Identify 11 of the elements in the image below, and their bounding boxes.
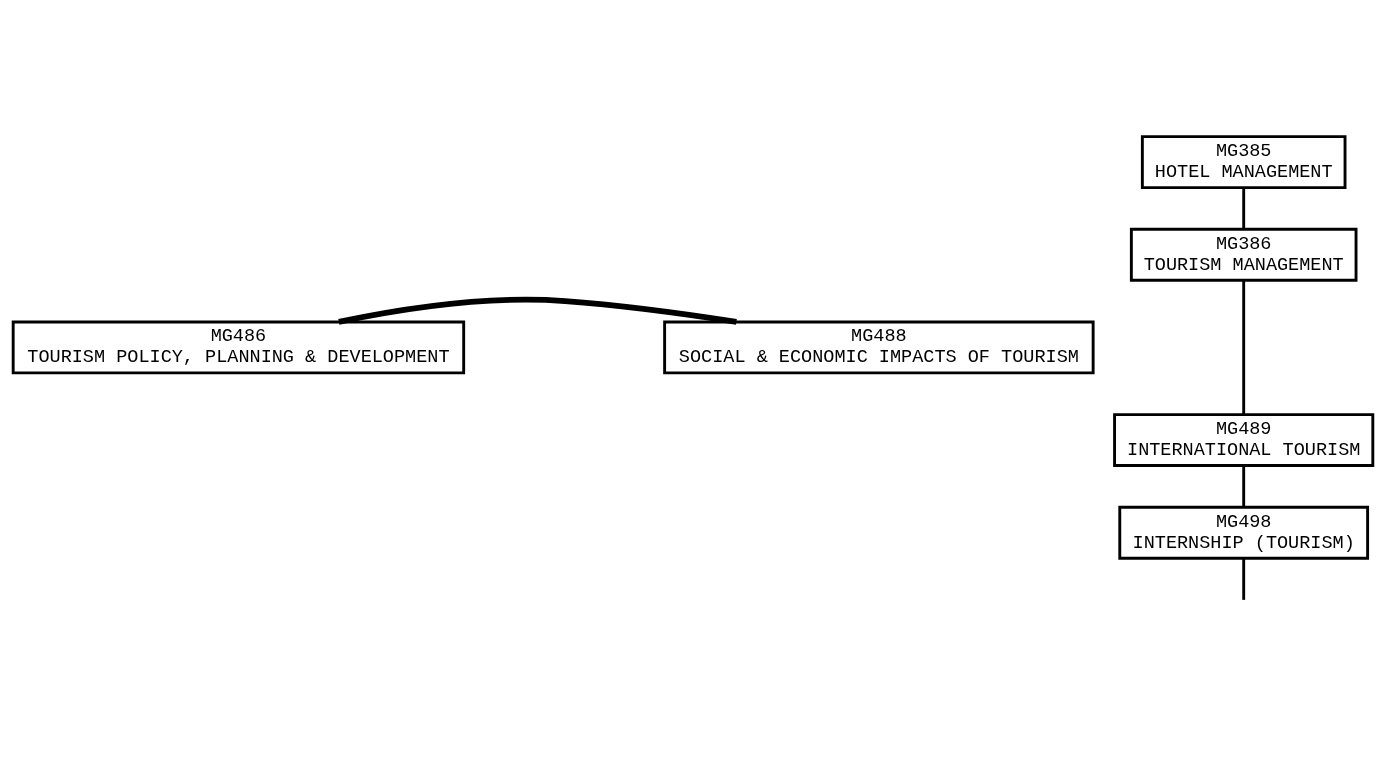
connector xyxy=(1242,465,1246,508)
connector xyxy=(1242,187,1246,230)
node-box: MG489 INTERNATIONAL TOURISM xyxy=(1113,413,1375,467)
node-box: MG386 TOURISM MANAGEMENT xyxy=(1129,227,1358,282)
node-box: MG486 TOURISM POLICY, PLANNING & DEVELOPMENT xyxy=(11,320,466,375)
node-box: MG385 HOTEL MANAGEMENT xyxy=(1140,135,1347,190)
connector xyxy=(338,296,737,325)
connector xyxy=(1242,280,1246,415)
node-box: MG488 SOCIAL & ECONOMIC IMPACTS OF TOURISM xyxy=(663,320,1095,375)
node-box: MG498 INTERNSHIP (TOURISM) xyxy=(1118,505,1370,560)
connector xyxy=(1242,558,1246,600)
